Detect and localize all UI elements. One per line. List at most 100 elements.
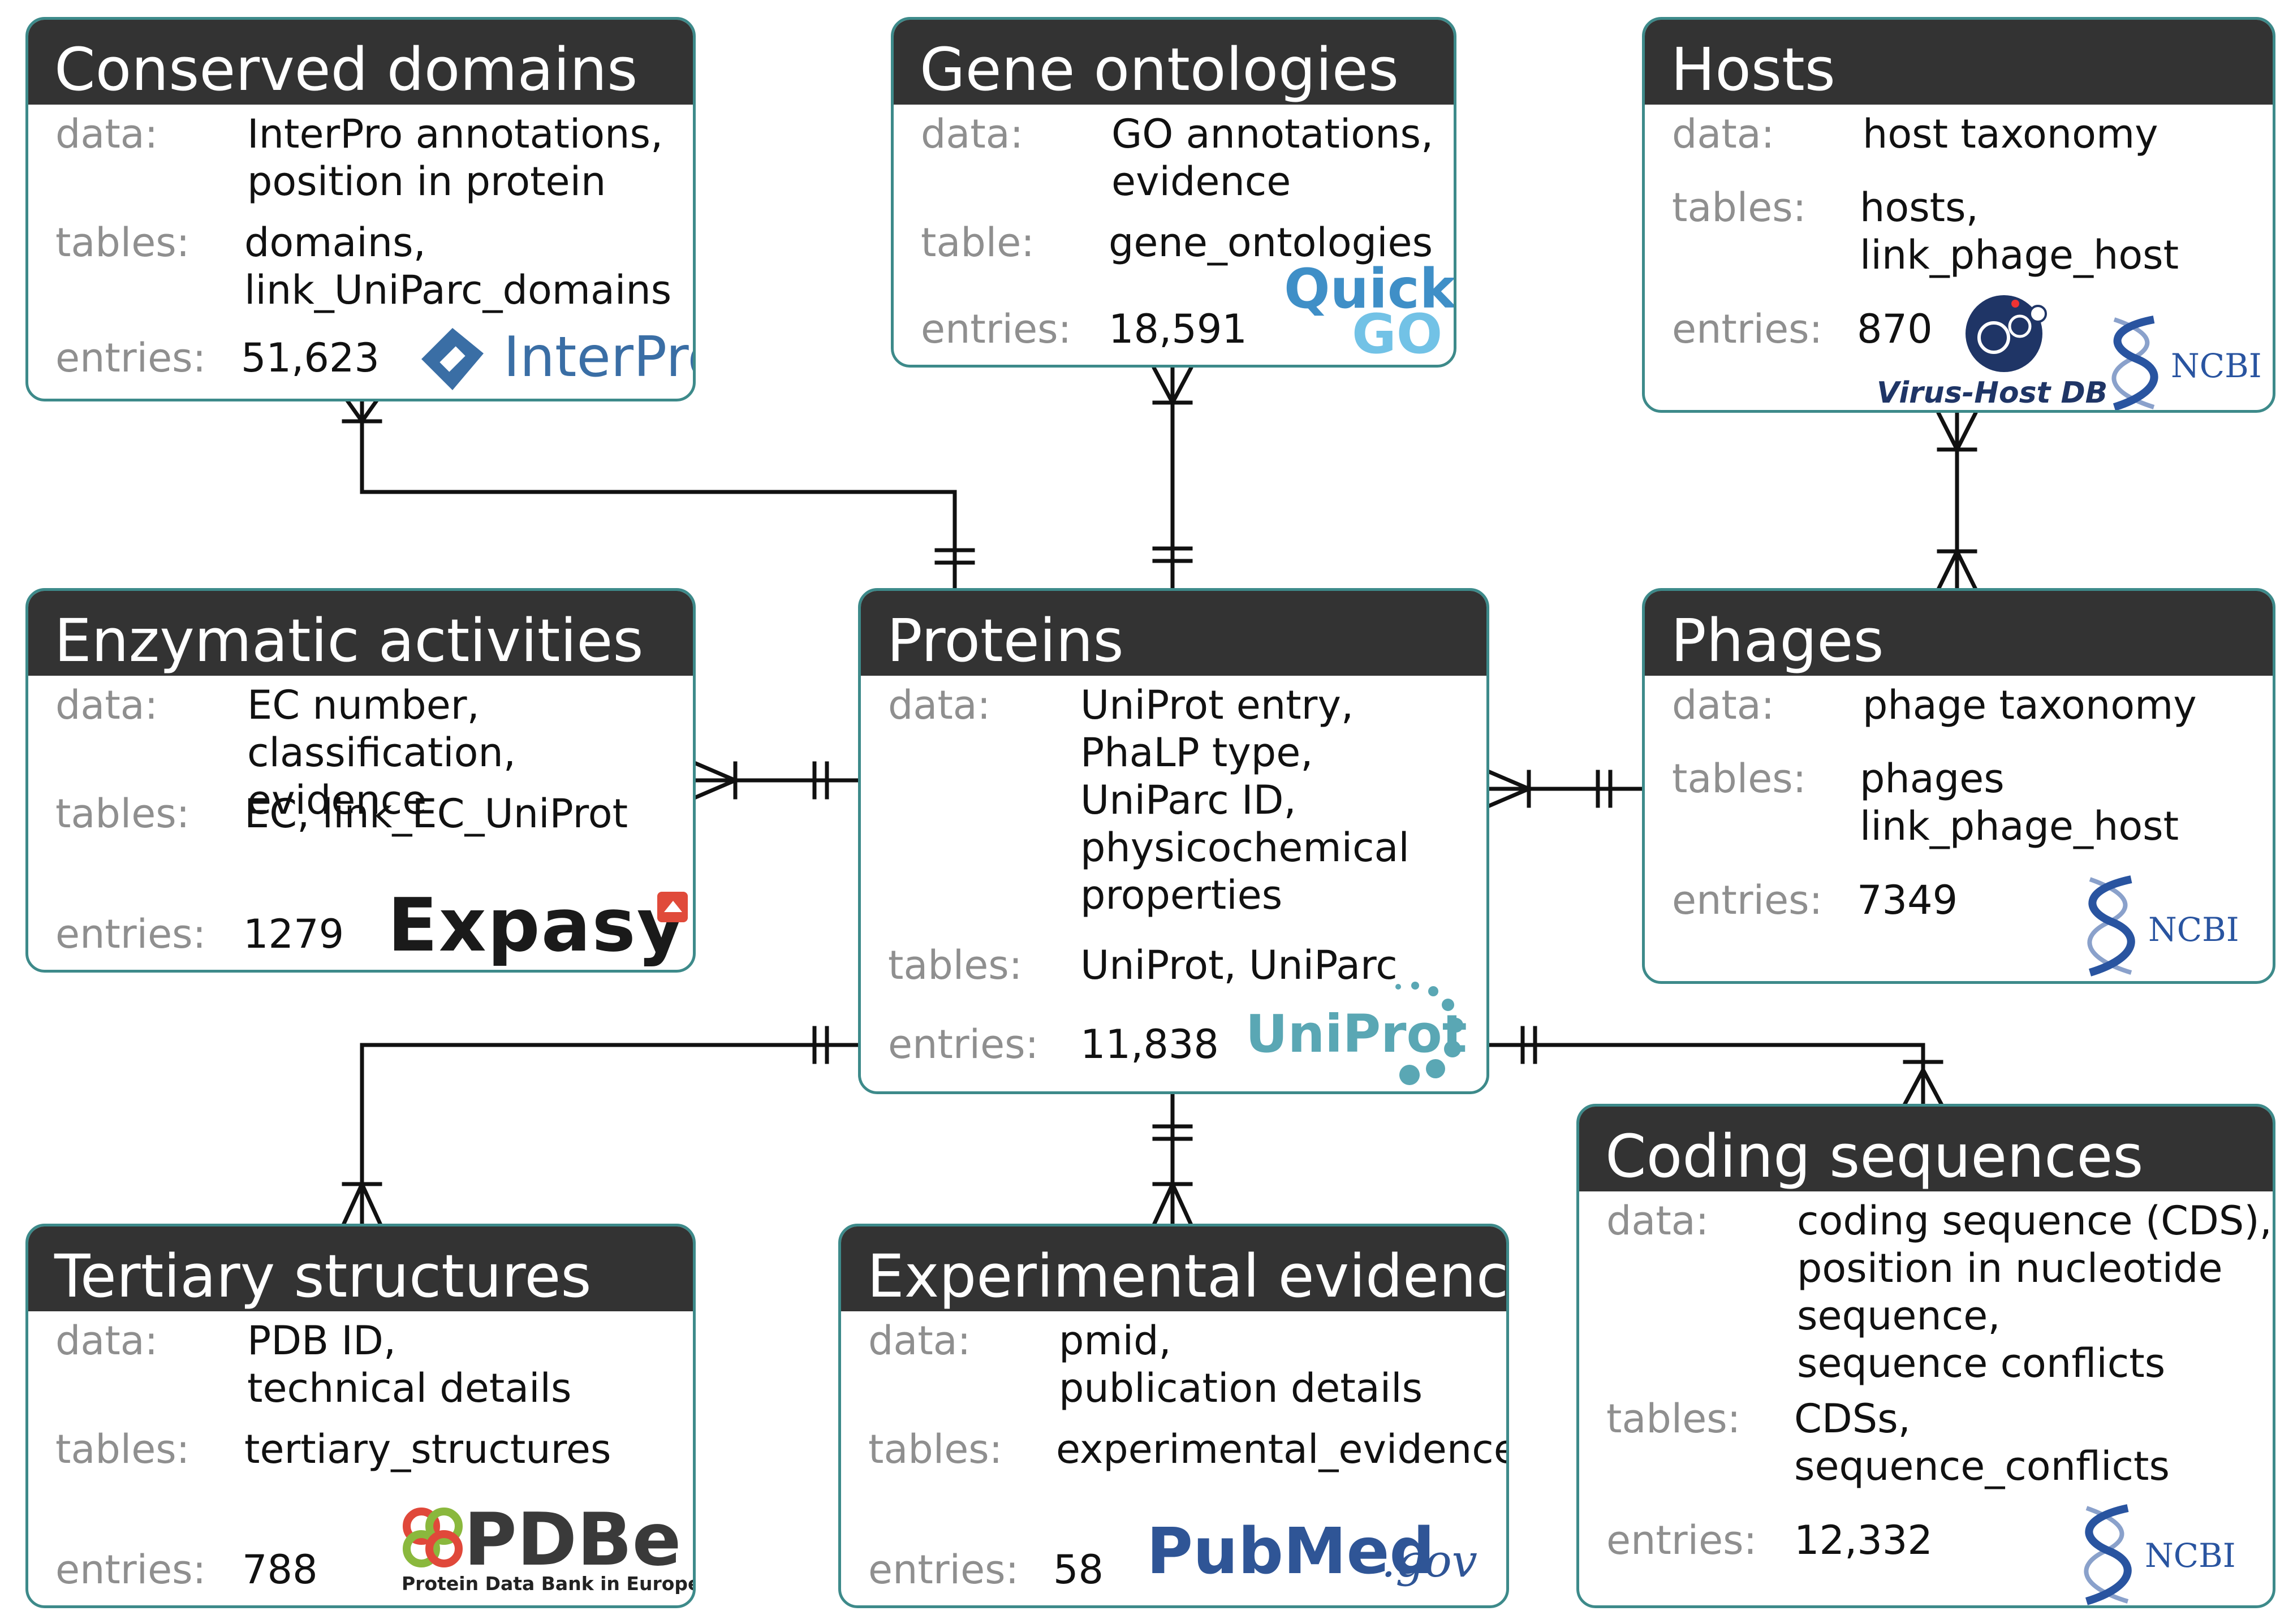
quickgo-logo-text-go: GO [1352, 303, 1443, 366]
entity-title: Proteins [861, 591, 1486, 676]
entries-value: 51,623 [241, 335, 380, 381]
entity-title: Phages [1645, 591, 2273, 676]
data-label: data: [888, 682, 991, 728]
data-label: data: [1672, 682, 1775, 728]
tables-value: experimental_evidence [1056, 1426, 1509, 1472]
entries-value: 12,332 [1794, 1517, 1933, 1563]
tables-value: tertiary_structures [244, 1426, 611, 1472]
pdbe-logo-subtitle: Protein Data Bank in Europe [402, 1573, 696, 1595]
tables-value: phages link_phage_host [1860, 755, 2179, 849]
tables-label: tables: [55, 791, 190, 837]
entries-label: entries: [868, 1547, 1019, 1593]
uniprot-logo-text: UniProt [1245, 1004, 1467, 1064]
data-value: pmid, publication details [1059, 1318, 1423, 1411]
entries-label: entries: [55, 1547, 206, 1593]
entity-hosts: Hosts data: host taxonomy tables: hosts,… [1642, 17, 2275, 413]
entries-label: entries: [1606, 1517, 1757, 1563]
data-value: UniProt entry, PhaLP type, UniParc ID, p… [1080, 682, 1410, 918]
data-value: EC number, classification, evidence [247, 682, 516, 823]
entries-label: entries: [921, 306, 1072, 352]
data-label: data: [55, 111, 158, 157]
tables-value: CDSs, sequence_conflicts [1794, 1396, 2170, 1489]
entity-conserved-domains: Conserved domains data: InterPro annotat… [25, 17, 696, 401]
interpro-logo-text: InterPro [503, 325, 693, 390]
entity-phages: Phages data: phage taxonomy tables: phag… [1642, 588, 2275, 984]
entity-title: Gene ontologies [894, 20, 1454, 105]
entries-value: 1279 [243, 911, 344, 957]
entries-value: 58 [1053, 1547, 1104, 1593]
ncbi-logo-text: NCBI [2148, 910, 2239, 949]
tables-value: hosts, link_phage_host [1860, 184, 2179, 278]
entity-experimental-evidence: Experimental evidence data: pmid, public… [838, 1224, 1509, 1608]
ncbi-helix-icon [2111, 316, 2158, 410]
tables-label: tables: [1606, 1396, 1741, 1442]
pdbe-logo-text: PDBe [464, 1498, 682, 1582]
ncbi-logo-text: NCBI [2171, 347, 2262, 385]
interpro-logo-icon [421, 328, 484, 390]
pdbe-logo-icon [403, 1508, 463, 1567]
data-label: data: [868, 1318, 971, 1364]
link-proteins-cds [1487, 1026, 1944, 1107]
entries-value: 18,591 [1109, 306, 1247, 352]
entity-coding-sequences: Coding sequences data: coding sequence (… [1576, 1104, 2275, 1608]
data-label: data: [55, 682, 158, 728]
data-label: data: [1672, 111, 1775, 157]
entries-value: 11,838 [1080, 1021, 1219, 1068]
ncbi-logo-text: NCBI [2145, 1536, 2236, 1575]
data-value: InterPro annotations, position in protei… [247, 111, 663, 205]
entity-gene-ontologies: Gene ontologies data: GO annotations, ev… [891, 17, 1456, 368]
tables-label: tables: [868, 1426, 1003, 1472]
link-go-proteins [1152, 366, 1193, 590]
data-value: coding sequence (CDS), position in nucle… [1797, 1198, 2272, 1387]
ncbi-helix-icon [2084, 1504, 2132, 1605]
uniprot-logo-icon [1395, 982, 1463, 1085]
tables-label: tables: [1672, 184, 1807, 231]
entries-value: 788 [242, 1547, 318, 1593]
tables-value: gene_ontologies [1109, 219, 1433, 266]
link-proteins-evidence [1152, 1092, 1193, 1226]
link-domains-proteins [341, 393, 975, 590]
expasy-logo-text: Expasy [387, 882, 686, 968]
entries-label: entries: [55, 911, 206, 957]
entity-title: Enzymatic activities [28, 591, 693, 676]
entity-proteins: Proteins data: UniProt entry, PhaLP type… [858, 588, 1489, 1094]
entity-title: Experimental evidence [841, 1226, 1506, 1311]
tables-value: UniProt, UniParc [1080, 942, 1398, 988]
entries-label: entries: [1672, 306, 1823, 352]
pubmed-logo-text: PubMed [1146, 1515, 1435, 1588]
link-hosts-phages [1936, 411, 1978, 591]
virus-host-db-logo-icon [1966, 295, 2047, 372]
entries-label: entries: [55, 335, 206, 381]
tables-value: domains, link_UniParc_domains [244, 219, 672, 313]
link-proteins-phages [1486, 769, 1644, 809]
tables-label: tables: [55, 219, 190, 266]
entity-tertiary-structures: Tertiary structures data: PDB ID, techni… [25, 1224, 696, 1608]
tables-label: tables: [55, 1426, 190, 1472]
data-label: data: [921, 111, 1024, 157]
pubmed-logo-gov: .gov [1381, 1535, 1477, 1587]
link-ec-proteins [693, 761, 860, 800]
tables-value: EC, link_EC_UniProt [244, 791, 628, 837]
entity-title: Hosts [1645, 20, 2273, 105]
link-proteins-structures [341, 1026, 860, 1226]
data-value: PDB ID, technical details [247, 1318, 572, 1411]
expasy-logo-icon [657, 892, 688, 922]
entries-value: 7349 [1857, 877, 1958, 923]
tables-label: tables: [1672, 755, 1807, 802]
entity-title: Conserved domains [28, 20, 693, 105]
ncbi-helix-icon [2087, 875, 2135, 977]
data-value: GO annotations, evidence [1111, 111, 1434, 205]
data-label: data: [1606, 1198, 1709, 1244]
quickgo-logo-text: Quick [1284, 257, 1456, 321]
data-value: phage taxonomy [1863, 682, 2197, 728]
entity-title: Coding sequences [1579, 1107, 2273, 1191]
data-label: data: [55, 1318, 158, 1364]
virus-host-db-logo-text: Virus-Host DB [1877, 376, 2108, 410]
entity-title: Tertiary structures [28, 1226, 693, 1311]
tables-label: tables: [888, 942, 1023, 988]
data-value: host taxonomy [1863, 111, 2158, 157]
entries-label: entries: [888, 1021, 1039, 1068]
entries-label: entries: [1672, 877, 1823, 923]
entries-value: 870 [1857, 306, 1933, 352]
